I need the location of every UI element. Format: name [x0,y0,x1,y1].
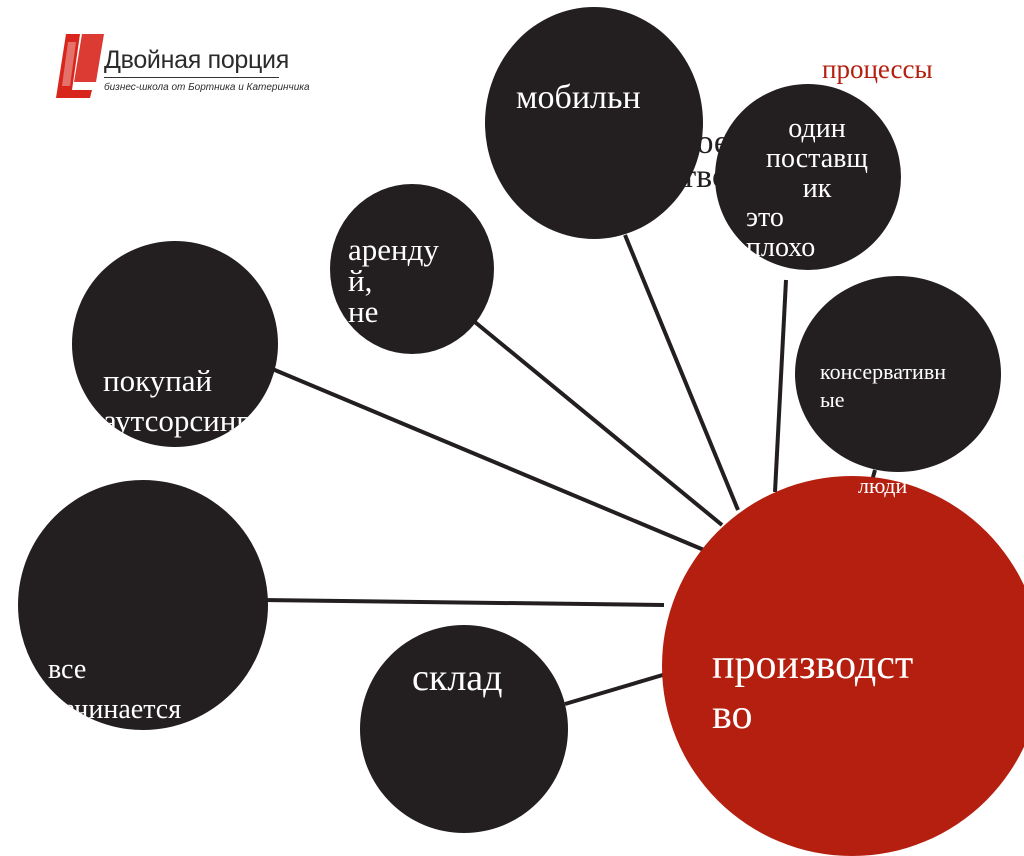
node-conservative-label-clip: консервативн ые [795,276,1001,472]
node-rent-label: аренду й, не [348,232,439,329]
node-supplier-label: один поставщ ик [766,113,868,204]
node-conservative-label: консервативн ые [820,359,946,412]
connectors [261,234,877,706]
logo-subtitle: бизнес-школа от Бортника и Катеринчика [104,82,310,93]
process-diagram: мобильн ое производство один поставщ ик … [18,7,1024,856]
node-mobile-label-clip: мобильн [485,7,703,239]
node-rent [330,184,494,354]
connector-start [261,598,665,607]
node-buy [72,241,278,447]
node-mobile-overflow-label: ое производство [533,124,729,195]
logo-mark-icon [56,34,104,98]
node-buy-label-clip: покупай аутсорсинг [72,241,278,447]
connector-buy [269,366,705,552]
node-conservative [795,276,1001,472]
node-start-label: все начинается [48,654,182,725]
logo: Двойная порция бизнес-школа от Бортника … [48,32,310,104]
connector-rent [468,316,724,527]
node-conservative-overflow-label: люди [858,476,908,498]
node-mobile [485,7,703,239]
node-supplier [715,84,901,270]
node-start [18,480,268,730]
hub-production-label: производст во [712,642,914,738]
connector-mobile [623,234,740,511]
node-warehouse-label: склад [412,657,503,699]
node-rent-label-clip: аренду й, не [330,184,494,354]
node-buy-label: покупай аутсорсинг [103,363,250,438]
node-supplier-overflow-clip: это плохо [720,200,880,266]
connector-warehouse [564,672,667,706]
node-mobile-label: мобильн [516,79,641,116]
logo-divider [104,77,279,78]
logo-title: Двойная порция [104,46,289,74]
node-supplier-label-clip: один поставщ ик [715,84,901,270]
node-supplier-overflow-label: это плохо [746,202,816,263]
hub-overflow-clip: люди [662,476,1024,856]
processes-label: процессы [822,54,933,84]
node-start-label-clip: все начинается [18,480,268,730]
connector-supplier [773,279,788,493]
